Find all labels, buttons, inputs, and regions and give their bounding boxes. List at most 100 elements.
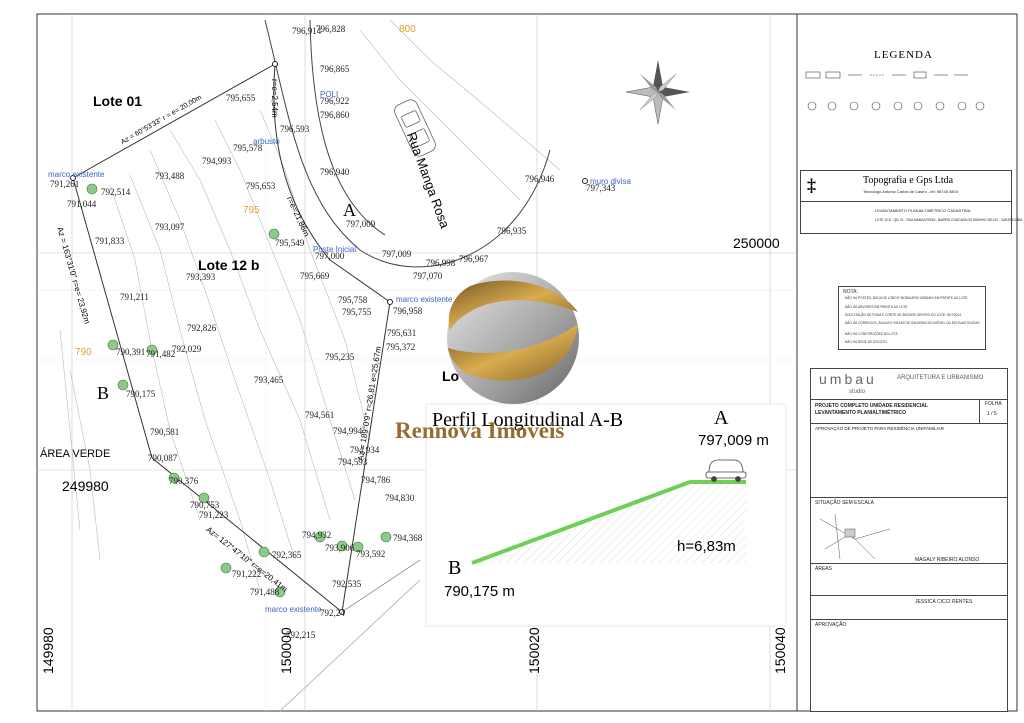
- lot-label-partial: Lo: [442, 368, 460, 384]
- approval-label: APROVAÇÃO DE PROJETO PARA RESIDÊNCIA UNI…: [815, 426, 945, 431]
- elevation-label: 792,365: [272, 550, 302, 560]
- lot-boundaries: [72, 63, 421, 712]
- elevation-label: 792,535: [332, 579, 362, 589]
- watermark-text: Rennova Imoveis: [395, 418, 565, 443]
- elevation-label: 794,932: [302, 530, 332, 540]
- elevation-label: 795,235: [325, 352, 355, 362]
- elevation-label: 790,581: [150, 427, 180, 437]
- elevation-label: 795,578: [233, 143, 263, 153]
- plan-point-b: B: [97, 383, 110, 403]
- profile-ground: [472, 482, 746, 563]
- drawing-frame: [36, 13, 1018, 712]
- elevation-label: 796,998: [426, 258, 456, 268]
- marco-label-2: marco existente: [396, 295, 453, 304]
- company-logo-icon: ‡: [807, 175, 816, 195]
- contour-label-800: 800: [399, 24, 416, 35]
- elevation-label: 795,655: [226, 93, 256, 103]
- elevation-label: 791,044: [67, 199, 97, 209]
- note-item: - NÃO HÁ ÁRVORES EM FRENTE AO LOTE.: [843, 305, 909, 309]
- elevation-label: 795,631: [387, 328, 417, 338]
- elevation-label: 794,934: [350, 445, 380, 455]
- elevation-label: 792,24: [320, 608, 345, 618]
- coord-x-149980: 149980: [40, 627, 56, 674]
- legend-panel: LEGENDA: [800, 40, 990, 130]
- elevation-label: 796,958: [393, 306, 423, 316]
- north-arrow: [625, 60, 690, 125]
- elevation-label: 795,653: [246, 181, 276, 191]
- note-item: - NÃO HÁ POSTES, BOCA DE LOBO E MOBILIÁR…: [843, 296, 969, 300]
- elevation-label: 792,514: [101, 187, 131, 197]
- elevation-label: 791,223: [199, 510, 229, 520]
- company-name: Topografia e Gps Ltda: [863, 175, 954, 186]
- elevation-label: 796,922: [320, 96, 350, 106]
- elevation-label: 796,914: [292, 26, 322, 36]
- elevation-label: 790,175: [126, 389, 156, 399]
- brand-logo: umbau: [819, 371, 877, 387]
- street-curb: [264, 19, 551, 268]
- elevation-label: 793,393: [186, 272, 216, 282]
- elevation-label: 790,391: [116, 347, 146, 357]
- elevation-label: 790,376: [169, 476, 199, 486]
- elevation-label: 797,009: [346, 219, 376, 229]
- elevation-label: 797,009: [382, 249, 412, 259]
- company-block: ‡ Topografia e Gps Ltda Tecnólogo Antoni…: [800, 170, 1022, 234]
- company-sub: Tecnólogo Antonio Carlos de Castro - tel…: [863, 189, 958, 194]
- elevation-label: 794,561: [305, 410, 335, 420]
- elevation-label: 791,482: [146, 349, 176, 359]
- survey-title: LEVANTAMENTO PLANIALTIMÉTRICO: [815, 410, 907, 416]
- arbusto-label: arbusto: [253, 137, 280, 146]
- survey-markers: [70, 61, 588, 615]
- bearing-curve-top: r=e=2,54m: [270, 79, 279, 118]
- elevation-label: 793,906: [325, 543, 355, 553]
- elevation-label: 795,758: [338, 295, 368, 305]
- elevation-label: 796,865: [320, 64, 350, 74]
- brand-sub: studio: [849, 389, 866, 395]
- elevation-label: 796,828: [316, 24, 346, 34]
- profile-point-b: B: [448, 557, 462, 579]
- plan-point-a: A: [343, 200, 356, 220]
- coord-x-150040: 150040: [772, 627, 788, 674]
- elevation-label: 796,935: [497, 226, 527, 236]
- sheet-label: FOLHA: [985, 401, 1002, 407]
- poste-label: Poste Inicial: [313, 245, 357, 254]
- title-block: umbau studio ARQUITETURA E URBANISMO PRO…: [810, 368, 1008, 712]
- notes-title: NOTA:: [843, 289, 858, 295]
- elevation-label: 797,343: [586, 183, 616, 193]
- elevation-label: 794,593: [338, 457, 368, 467]
- elevation-label: 793,488: [155, 171, 185, 181]
- note-item: - SOLICITAÇÃO DE PODA E CORTE DE ÁRVORE …: [843, 313, 961, 317]
- situacao-label: SITUAÇÃO SEM ESCALA: [815, 500, 874, 506]
- areas-label: ÁREAS: [815, 566, 832, 572]
- note-item: - NÃO HÁ CÓRREGOS, ÁGUAS E FAIXAS DE GAL…: [843, 321, 981, 325]
- elevation-label: 791,222: [232, 569, 262, 579]
- muro-label: muro divisa: [590, 177, 631, 186]
- elevation-label: 791,488: [250, 587, 280, 597]
- elevation-label: 794,786: [361, 475, 391, 485]
- profile-title: Perfil Longitudinal A-B: [432, 409, 624, 431]
- note-item: - NÃO HÁ CONSTRUÇÕES NO LOTE.: [843, 332, 899, 336]
- coord-x-150020: 150020: [526, 627, 542, 674]
- watermark-logo: [447, 272, 579, 404]
- aprovacao-label: APROVAÇÃO: [815, 622, 847, 628]
- area-verde-label: ÁREA VERDE: [40, 448, 111, 460]
- project-title: PROJETO COMPLETO UNIDADE RESIDENCIAL: [815, 403, 928, 409]
- tree-symbols: [86, 183, 392, 598]
- contour-lines: [59, 19, 561, 591]
- car-icon: [705, 459, 747, 482]
- elevation-label: 796,940: [320, 167, 350, 177]
- coord-y-250000: 250000: [733, 235, 780, 251]
- legend-symbols: [805, 71, 985, 111]
- elevation-label: 795,755: [342, 307, 372, 317]
- profile-point-a: A: [714, 407, 729, 429]
- profile-elev-a: 797,009 m: [698, 432, 769, 449]
- sheet-value: 1 / 5: [987, 411, 997, 417]
- elevation-label: 794,994: [333, 426, 363, 436]
- elevation-label: 793,592: [356, 549, 386, 559]
- profile-height: h=6,83m: [677, 538, 736, 555]
- elevation-label: 796,593: [280, 124, 310, 134]
- elevation-label: 792,826: [187, 323, 217, 333]
- resp-name: JESSICA CICCI RENTES: [915, 599, 973, 605]
- lot-label-01: Lote 01: [93, 93, 143, 109]
- note-item: - NÃO HÁ REDE DE ESGOTO.: [843, 340, 888, 344]
